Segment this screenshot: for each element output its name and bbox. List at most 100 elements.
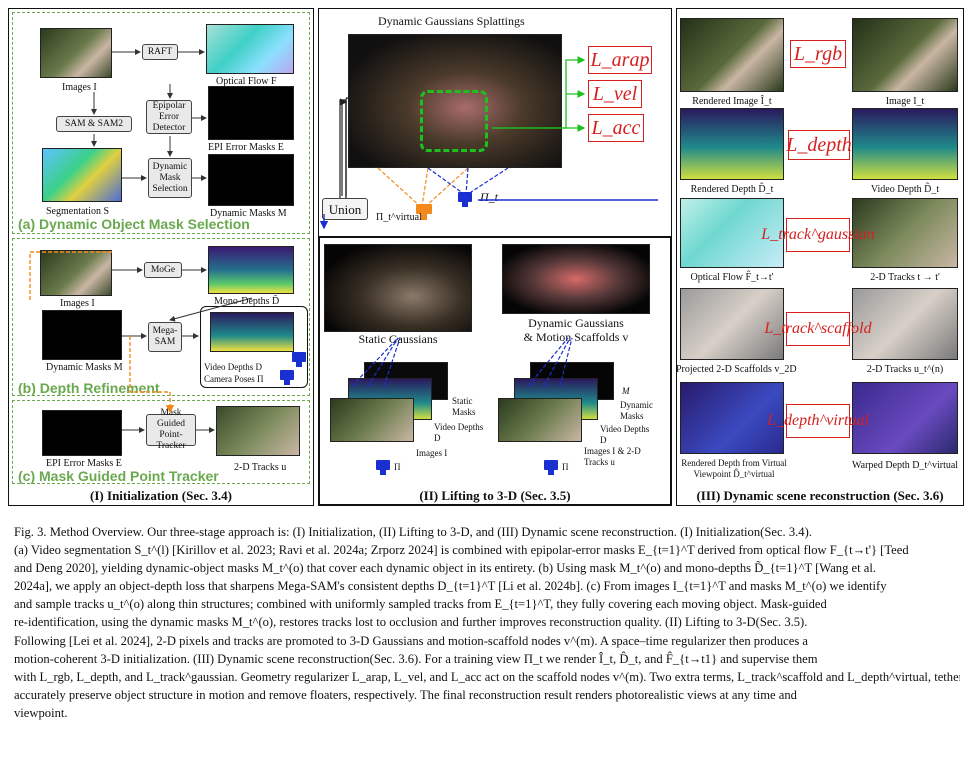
caption-line: Fig. 3. Method Overview. Our three-stage… (14, 525, 812, 539)
loss-rgb: L_rgb (790, 40, 846, 68)
optical-flow-label: Optical Flow F (216, 76, 277, 87)
rendered-depth-thumbnail (680, 108, 784, 180)
tracks-row-label: 2-D Tracks t → t' (870, 272, 940, 283)
section-b-title: (b) Depth Refinement (18, 380, 160, 396)
section-b-frame (12, 238, 310, 396)
raft-box: RAFT (142, 44, 178, 60)
virtual-camera-icon (416, 204, 432, 220)
caption-line: viewpoint. (14, 705, 68, 720)
images-tracks-label: Images I & 2-D Tracks u (584, 446, 641, 467)
loss-track-gaussian: L_track^gaussian (761, 218, 875, 252)
dynamic-gaussians-label: Dynamic Gaussians (528, 316, 624, 330)
epi-error-mask-thumbnail (208, 86, 294, 140)
mono-depths-thumbnail (208, 246, 294, 294)
optical-flow-thumbnail (206, 24, 294, 74)
image-label: Image I_t (885, 96, 925, 107)
dgs-render-image (348, 34, 562, 168)
panel-initialization (8, 8, 314, 506)
epi-error-mask-label: EPI Error Masks E (208, 142, 284, 153)
camera-icon (544, 460, 558, 475)
caption-line: 2024a], we apply an object-depth loss th… (14, 579, 887, 594)
camera-poses-label: Camera Poses Π (204, 374, 264, 384)
moge-box: MoGe (144, 262, 182, 278)
sam-box: SAM & SAM2 (56, 116, 132, 132)
figure-caption: Fig. 3. Method Overview. Our three-stage… (14, 523, 960, 722)
dynamic-masks-b-label: Dynamic Masks M (46, 362, 123, 373)
rendered-image-thumbnail (680, 18, 784, 92)
caption-line: and sample tracks u_t^(o) along thin str… (14, 597, 827, 612)
panel-2-arrows (319, 56, 658, 387)
projected-scaffolds-label: Projected 2-D Scaffolds v_2D (676, 364, 797, 375)
mega-sam-box: Mega-SAM (148, 322, 182, 352)
epi-masks-c-thumbnail (42, 410, 122, 456)
m-t-label: M (622, 386, 630, 396)
rendered-image-label: Rendered Image Î_t (692, 96, 772, 107)
static-gaussians-image (324, 244, 472, 332)
video-depths-label: Video Depths D (204, 362, 262, 372)
images-label: Images I (416, 448, 448, 458)
video-depths-2-label: Video Depths D (600, 424, 650, 445)
static-masks-label: Static Masks (452, 396, 476, 417)
optical-flow-row-thumbnail (680, 198, 784, 268)
video-depth-group (200, 306, 308, 388)
dgs-title: Dynamic Gaussians Splattings (378, 14, 525, 28)
optical-flow-row-label: Optical Flow F̂_t→t' (690, 272, 774, 283)
tracks-u-label: 2-D Tracks u_t^(n) (866, 364, 944, 375)
static-stack-image-3 (330, 398, 414, 442)
caption-line: re-identification, using the dynamic mas… (14, 615, 808, 630)
rendered-virtual-depth-thumbnail (680, 382, 784, 454)
tracks-2d-thumbnail (216, 406, 300, 456)
tracks-u-thumbnail (852, 288, 958, 360)
caption-line: motion-coherent 3-D initialization. (III… (14, 651, 818, 666)
camera-icon (292, 352, 306, 367)
panel-1-footer: (I) Initialization (Sec. 3.4) (90, 488, 232, 503)
section-c-title: (c) Mask Guided Point Tracker (18, 468, 219, 484)
panel-1-arrows (29, 49, 253, 433)
rendered-virtual-depth-label: Rendered Depth from Virtual Viewpoint D̂… (681, 458, 787, 479)
camera-icon (280, 370, 294, 385)
dynamic-gaussians-image (502, 244, 650, 314)
dynamic-masks-b-thumbnail (42, 310, 122, 360)
panel-2-footer: (II) Lifting to 3-D (Sec. 3.5) (419, 488, 571, 503)
loss-track-scaffold: L_track^scaffold (764, 312, 872, 346)
caption-line: with L_rgb, L_depth, and L_track^gaussia… (14, 669, 960, 684)
caption-line: Following [Lei et al. 2024], 2-D pixels … (14, 633, 808, 648)
camera-icon (376, 460, 390, 475)
caption-line: and Deng 2020], yielding dynamic-object … (14, 561, 876, 576)
pi-t2-label: Π (562, 462, 569, 472)
training-camera-icon (458, 192, 472, 207)
warped-depth-thumbnail (852, 382, 958, 454)
rendered-depth-label: Rendered Depth D̂_t (690, 184, 774, 195)
dynamic-stack-image-3 (498, 398, 582, 442)
caption-line: accurately preserve object structure in … (14, 687, 797, 702)
projected-scaffolds-thumbnail (680, 288, 784, 360)
dynamic-mask-selection-box: Dynamic Mask Selection (148, 158, 192, 198)
pi-t1-label: Π (394, 462, 401, 472)
dynamic-mask-thumbnail (208, 154, 294, 206)
segmentation-thumbnail (42, 148, 122, 202)
epi-masks-c-label: EPI Error Masks E (46, 458, 122, 469)
panel-reconstruction (676, 8, 964, 506)
images-b-thumbnail (40, 250, 112, 296)
panel-3-footer: (III) Dynamic scene reconstruction (Sec.… (696, 488, 944, 503)
section-c-frame (12, 400, 310, 484)
images-b-label: Images I (60, 298, 95, 309)
video-depths-label: Video Depths D (434, 422, 484, 443)
tracks-row-thumbnail (852, 198, 958, 268)
loss-depth-virtual: L_depth^virtual (767, 404, 869, 438)
epipolar-detector-box: Epipolar Error Detector (146, 100, 192, 134)
section-a-title: (a) Dynamic Object Mask Selection (18, 216, 250, 232)
warped-depth-label: Warped Depth D_t^virtual (852, 460, 959, 471)
segmentation-label: Segmentation S (46, 206, 110, 217)
loss-vel: L_vel (588, 80, 642, 108)
video-depths-thumbnail (210, 312, 294, 352)
video-depth-thumbnail (852, 108, 958, 180)
section-a-frame (12, 12, 310, 234)
dynamic-mask-label: Dynamic Masks M (210, 208, 287, 219)
pi-virtual-label: Π_t^virtual (376, 212, 422, 223)
motion-scaffolds-label: & Motion Scaffolds v (523, 330, 629, 344)
dynamic-masks-label: Dynamic Masks (620, 400, 653, 421)
dgs-highlight (420, 90, 488, 152)
mono-depths-label: Mono-Depths D̃ (214, 296, 280, 307)
video-depth-label: Video Depth D̂_t (870, 184, 940, 195)
